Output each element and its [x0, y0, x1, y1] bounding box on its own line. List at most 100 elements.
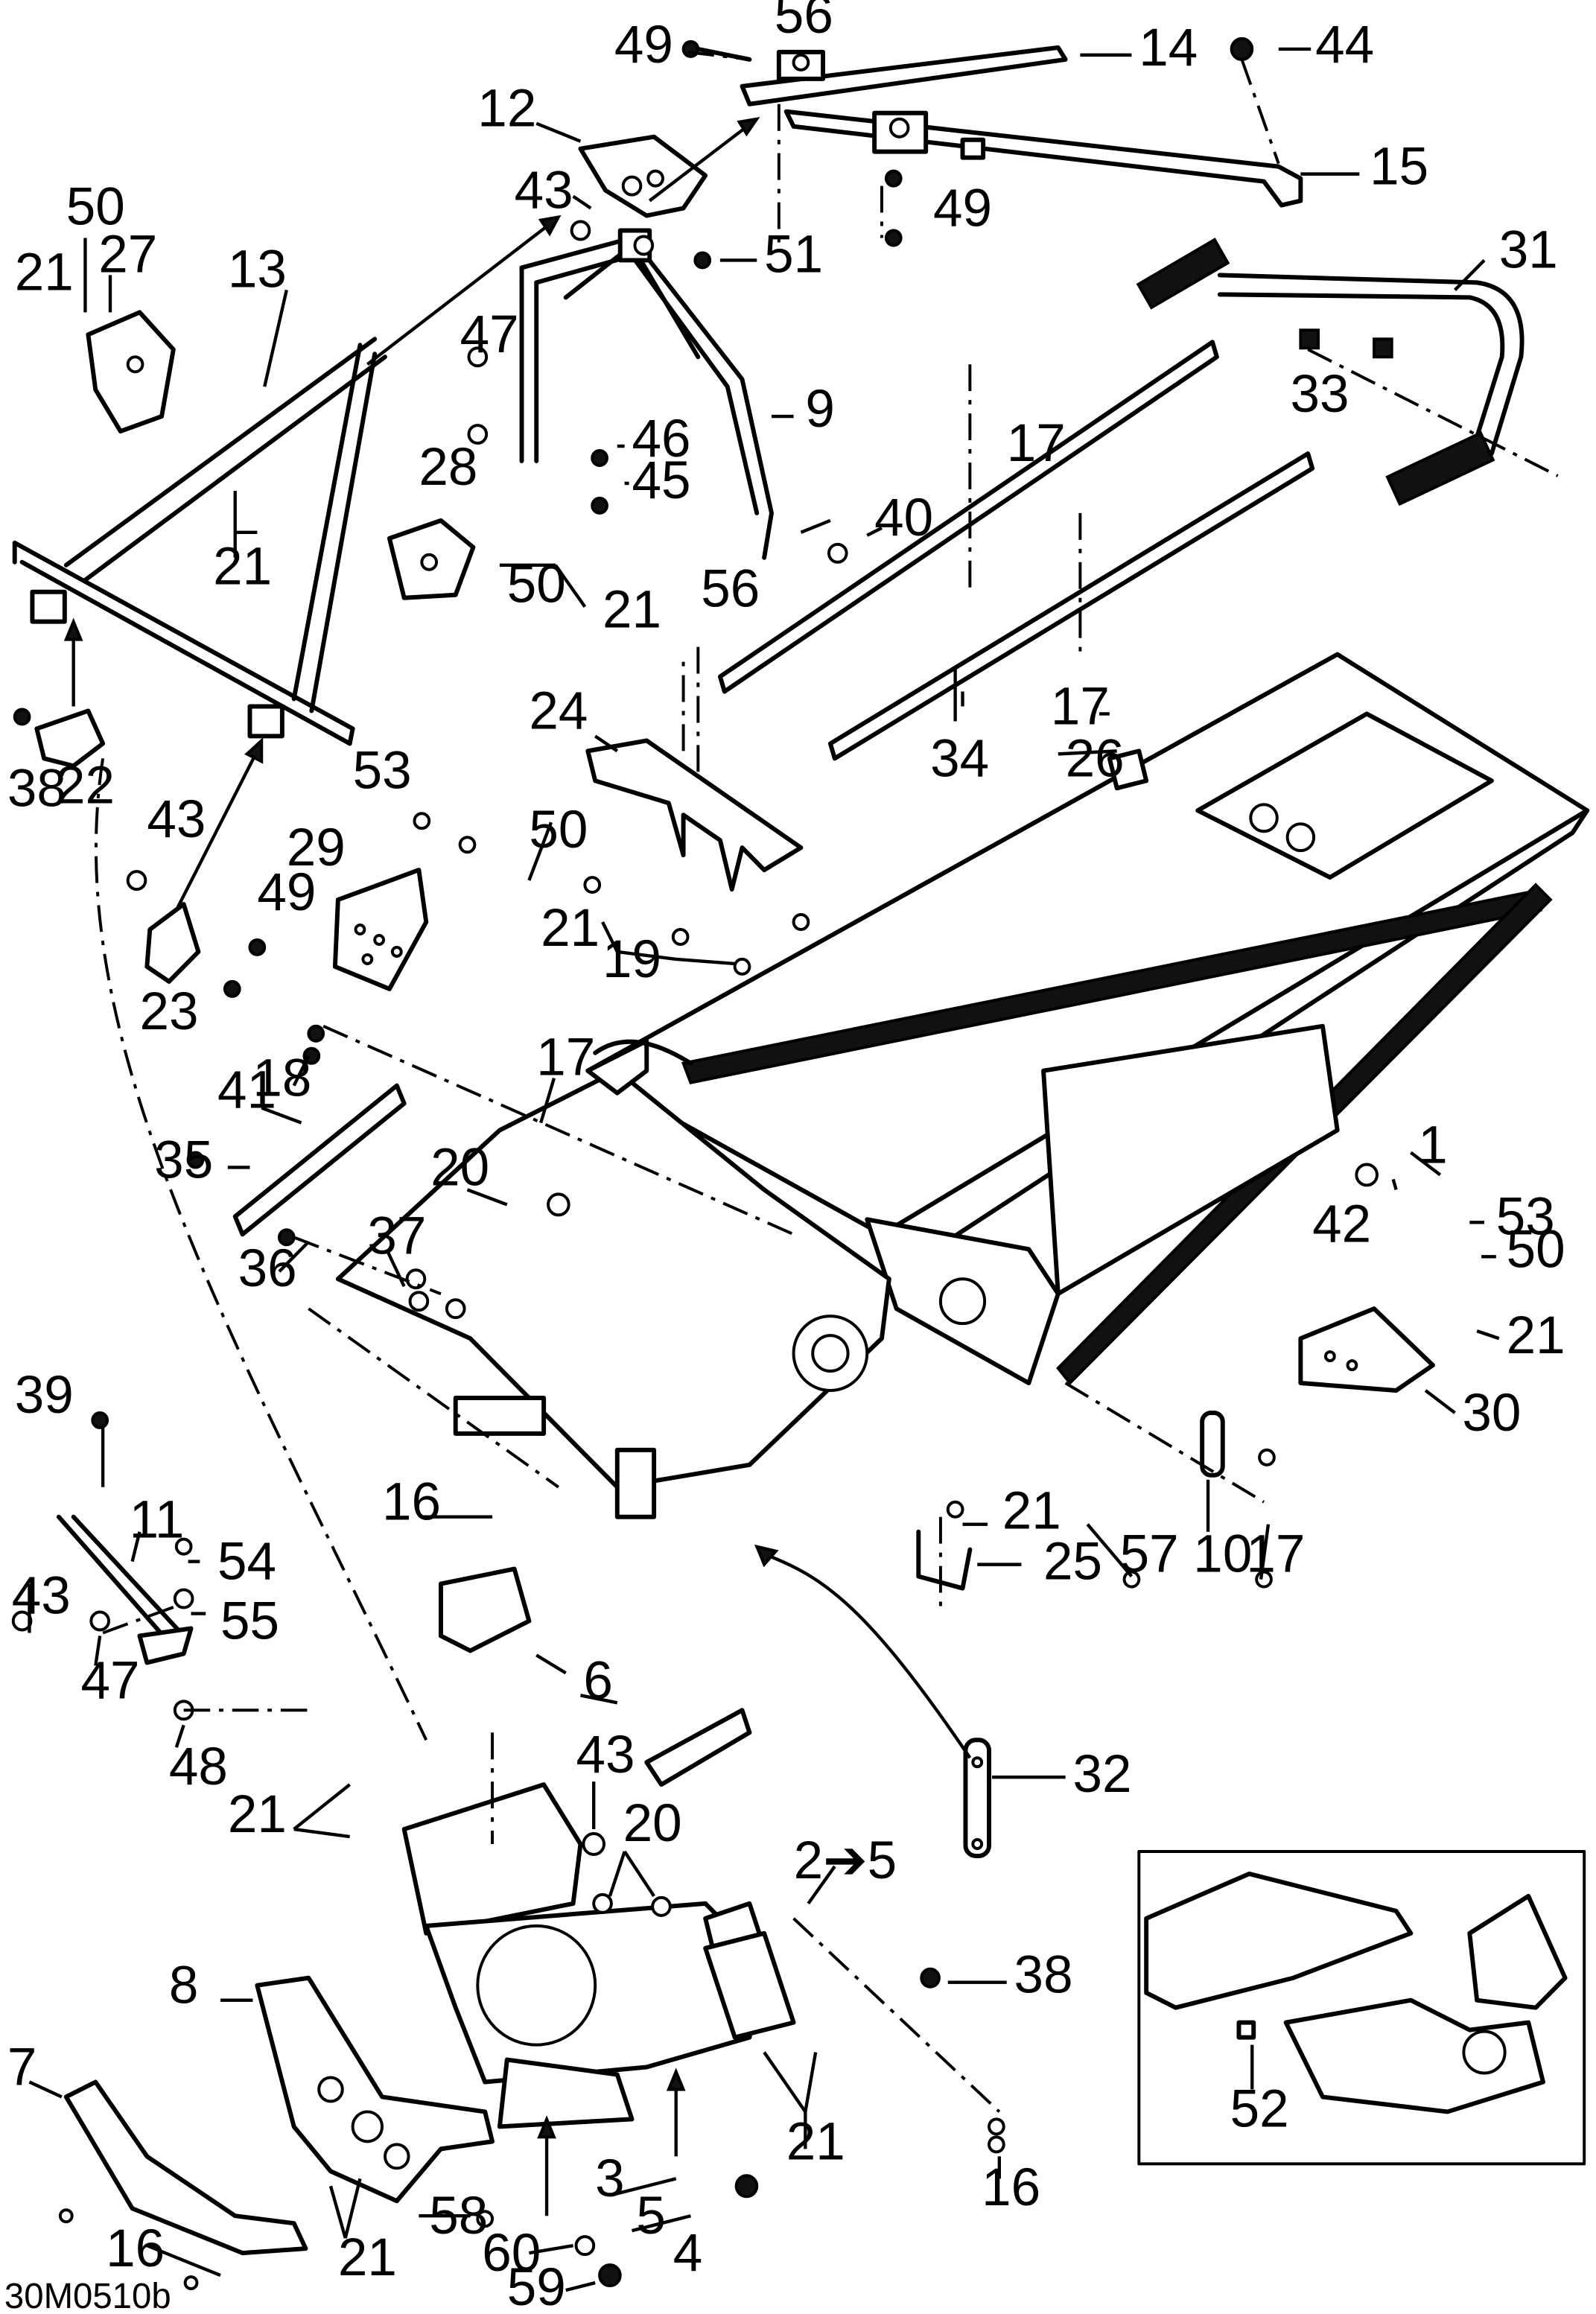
- nut-42: [1355, 1163, 1379, 1187]
- callout-21g: 21: [228, 1784, 287, 1844]
- bracket-26: [1107, 748, 1149, 791]
- bracket-12: [578, 134, 708, 218]
- washer-55: [173, 1588, 194, 1609]
- callout-25: 25: [1043, 1531, 1102, 1591]
- callout-6: 6: [583, 1650, 613, 1710]
- callout-4: 4: [673, 2223, 703, 2283]
- bolt-18: [307, 1024, 325, 1043]
- callout-19: 19: [603, 929, 661, 989]
- tunnel-chassis-1: [335, 652, 1590, 1519]
- callout-39: 39: [15, 1365, 74, 1425]
- washer-43d: [582, 1832, 605, 1856]
- callout-48: 48: [169, 1737, 228, 1796]
- callout-50b: 50: [507, 554, 566, 614]
- callout-45: 45: [632, 451, 691, 510]
- bolt-33: [1299, 328, 1320, 350]
- bracket-24: [585, 738, 804, 892]
- rail-41: [232, 1083, 407, 1237]
- bolt-51: [693, 251, 712, 270]
- bolt-35: [186, 1151, 205, 1169]
- callout-3: 3: [595, 2149, 625, 2208]
- support-11: [56, 1514, 194, 1665]
- callout-41: 41: [217, 1060, 276, 1119]
- drawing-code: 30M0510b: [4, 2277, 171, 2314]
- callout-15: 15: [1370, 136, 1428, 196]
- bolt-38: [13, 708, 31, 726]
- callout-17c: 17: [536, 1027, 595, 1087]
- callout-37: 37: [367, 1206, 426, 1265]
- washer-60: [574, 2235, 596, 2257]
- callout-21f: 21: [1002, 1481, 1061, 1540]
- steering-post-outline: [593, 1039, 693, 1066]
- callout-53b: 53: [1496, 1186, 1555, 1246]
- callout-42: 42: [1312, 1194, 1371, 1253]
- callout-33: 33: [1291, 364, 1349, 424]
- callout-56a: 56: [775, 0, 833, 45]
- callout-21e: 21: [1507, 1306, 1565, 1365]
- callout-43b: 43: [147, 789, 206, 849]
- nut-37: [405, 1268, 427, 1290]
- bolt-54: [174, 1537, 193, 1556]
- callout-59: 59: [507, 2257, 566, 2314]
- washer-43: [570, 220, 591, 241]
- skid-plate-7: [63, 2079, 308, 2256]
- callout-29: 29: [287, 818, 346, 877]
- callout-17d: 17: [1246, 1524, 1305, 1583]
- nut-59: [598, 2263, 622, 2288]
- bracket-28: [387, 518, 476, 600]
- callout-57: 57: [1120, 1524, 1179, 1583]
- callout-43c: 43: [12, 1566, 71, 1625]
- bolt-38b: [920, 1967, 941, 1989]
- callout-50d: 50: [1507, 1219, 1565, 1279]
- callout-47b: 47: [81, 1650, 140, 1710]
- callout-21a: 21: [15, 242, 74, 302]
- callout-9: 9: [805, 379, 835, 439]
- callout-16c: 16: [106, 2219, 165, 2278]
- callout-44: 44: [1315, 14, 1374, 74]
- callout-30: 30: [1462, 1383, 1521, 1443]
- callout-17a: 17: [1007, 413, 1066, 473]
- washer-20: [547, 1192, 570, 1217]
- callout-21b: 21: [213, 536, 272, 596]
- bolt-39: [91, 1411, 109, 1429]
- footrest-29: [332, 868, 429, 991]
- steering-arm-15: [783, 109, 1303, 208]
- callout-51: 51: [764, 224, 823, 284]
- callout-32: 32: [1073, 1744, 1132, 1804]
- bolt-19: [583, 876, 602, 894]
- cover-6: [439, 1566, 752, 1787]
- callout-23: 23: [139, 981, 198, 1040]
- callout-49a: 49: [614, 14, 673, 74]
- callout-54: 54: [217, 1531, 276, 1591]
- callout-34: 34: [930, 728, 989, 788]
- strap-32: [963, 1738, 991, 1858]
- arrows: [63, 116, 972, 2216]
- callout-46: 46: [632, 409, 691, 468]
- callout-5: 5: [636, 2186, 666, 2245]
- plate-10: [1200, 1410, 1225, 1478]
- callout-47a: 47: [460, 305, 519, 364]
- callout-11: 11: [130, 1490, 185, 1549]
- nut-44: [1230, 36, 1254, 61]
- handlebar-support-9: [519, 228, 774, 560]
- callout-38a: 38: [7, 758, 66, 818]
- callout-60: 60: [482, 2223, 541, 2283]
- front-frame-13: [12, 337, 387, 746]
- callout-17b: 17: [1051, 676, 1110, 736]
- bracket-23: [144, 902, 201, 984]
- callout-1: 1: [1418, 1115, 1448, 1175]
- callout-26: 26: [1066, 728, 1125, 788]
- callout-14: 14: [1139, 17, 1198, 77]
- callout-50c: 50: [529, 800, 588, 859]
- skid-plate-8: [255, 1975, 495, 2204]
- callout-20b: 20: [623, 1793, 682, 1853]
- footrest-30: [1298, 1306, 1435, 1393]
- assembly-lines: [94, 50, 1559, 2113]
- callout-58: 58: [429, 2186, 488, 2245]
- callout-20a: 20: [430, 1137, 489, 1197]
- callout-49b: 49: [933, 178, 992, 238]
- detail-inset: [1137, 1850, 1586, 2166]
- callout-43a: 43: [515, 160, 573, 220]
- callout-22: 22: [56, 755, 115, 815]
